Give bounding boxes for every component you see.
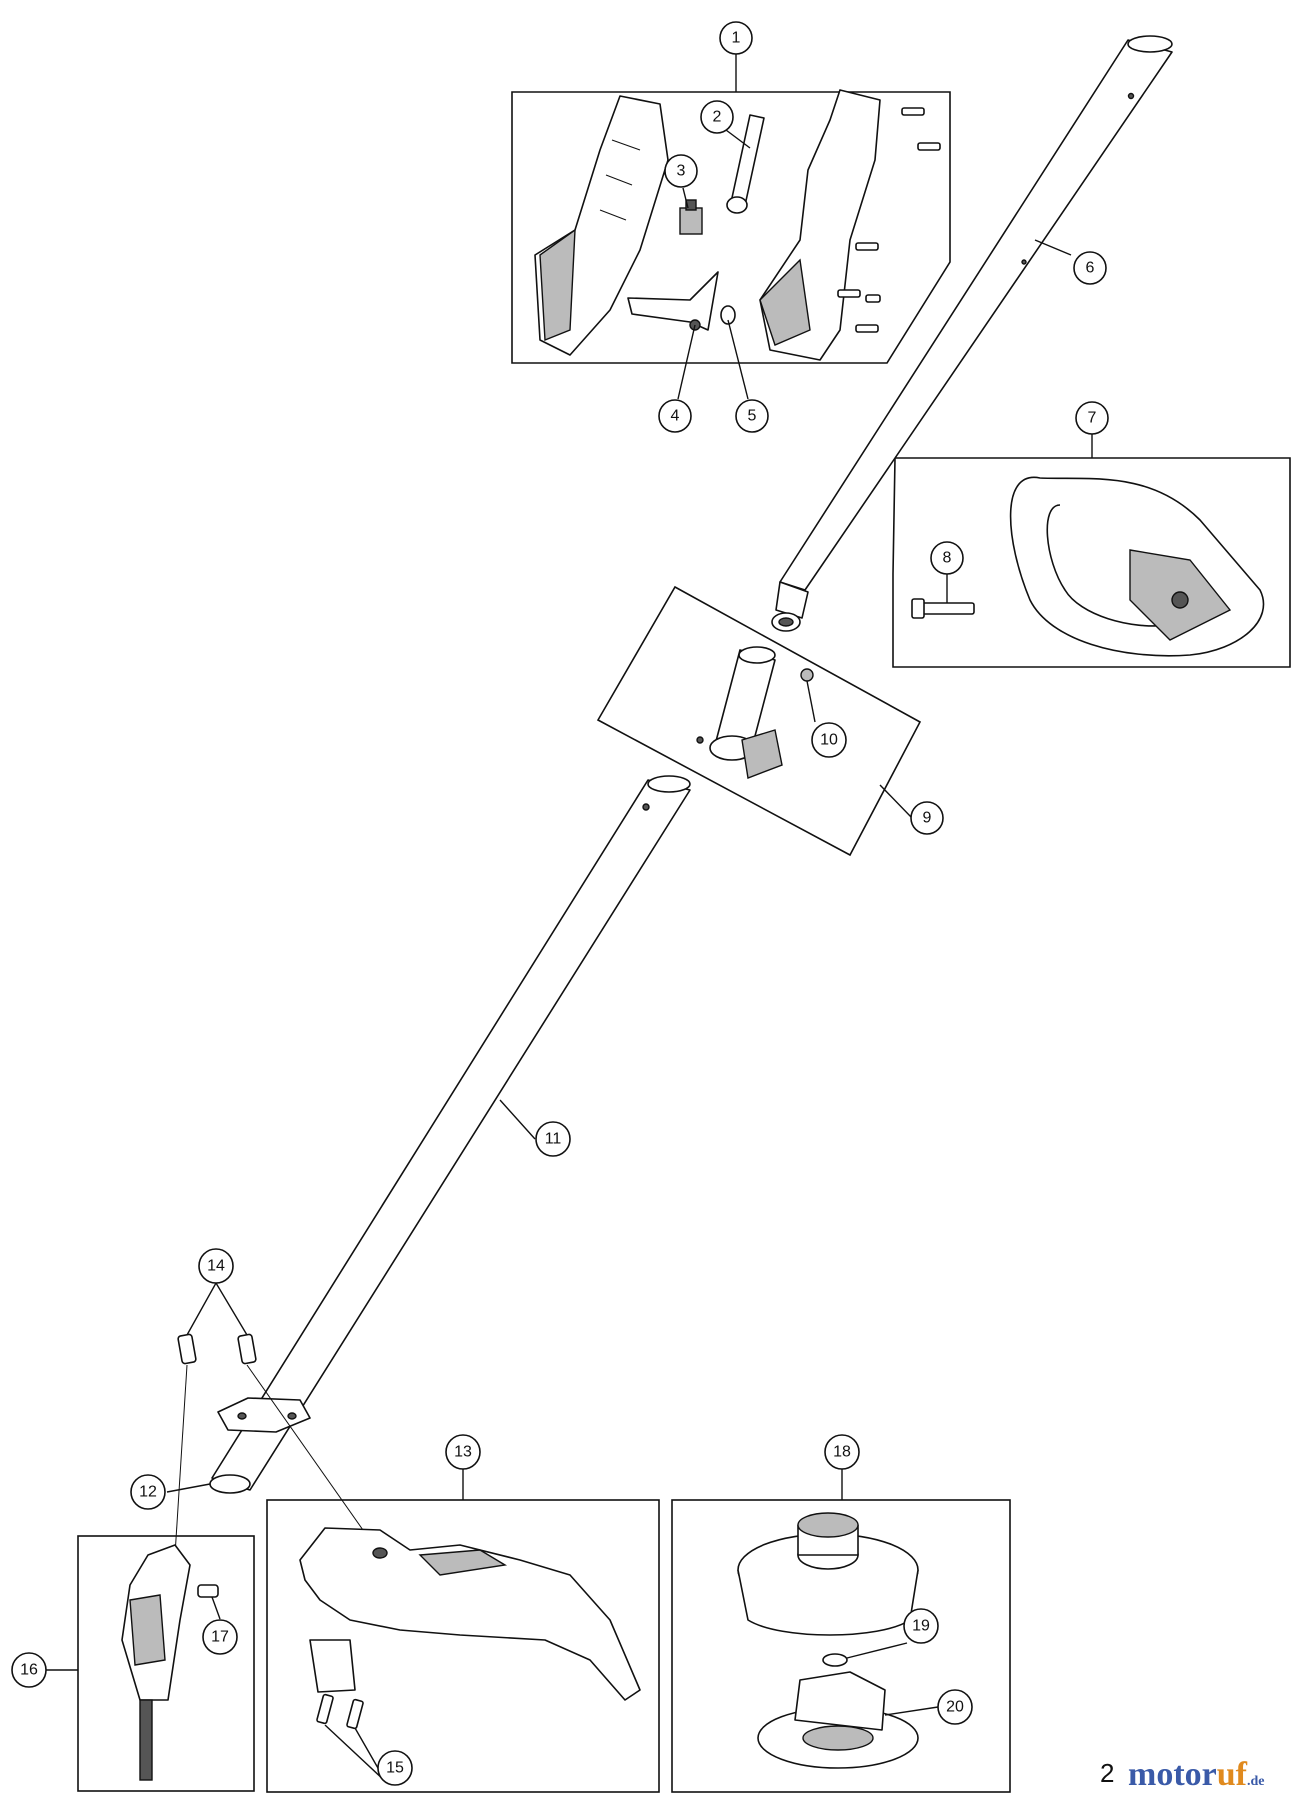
callout-15: 15 bbox=[377, 1750, 413, 1786]
leader-9 bbox=[879, 784, 913, 819]
box-handle-housing bbox=[511, 91, 951, 364]
trigger-4 bbox=[627, 271, 719, 331]
screws-14 bbox=[174, 1333, 371, 1556]
page-number: 2 bbox=[1100, 1758, 1115, 1788]
leader-6 bbox=[1034, 239, 1072, 256]
svg-text:8: 8 bbox=[943, 550, 952, 567]
callout-18: 18 bbox=[824, 1434, 860, 1470]
callout-9: 9 bbox=[910, 801, 944, 835]
callout-12: 12 bbox=[130, 1474, 166, 1510]
leader-4 bbox=[677, 324, 696, 400]
box-gear-head bbox=[77, 1535, 255, 1792]
callout-4: 4 bbox=[658, 399, 692, 433]
callout-3: 3 bbox=[664, 154, 698, 188]
svg-text:18: 18 bbox=[833, 1444, 851, 1461]
svg-text:7: 7 bbox=[1088, 410, 1097, 427]
svg-text:14: 14 bbox=[207, 1258, 225, 1275]
callout-17: 17 bbox=[202, 1619, 238, 1655]
gear-head-16 bbox=[121, 1544, 191, 1781]
callout-16: 16 bbox=[11, 1652, 47, 1688]
svg-text:1: 1 bbox=[732, 30, 741, 47]
svg-text:16: 16 bbox=[20, 1662, 38, 1679]
svg-text:5: 5 bbox=[748, 408, 757, 425]
guard-13 bbox=[299, 1527, 641, 1701]
box-spool bbox=[671, 1499, 1011, 1793]
leader-15 bbox=[324, 1724, 387, 1783]
svg-text:13: 13 bbox=[454, 1444, 472, 1461]
washer-19 bbox=[822, 1653, 848, 1667]
leader-19 bbox=[846, 1642, 908, 1659]
screws-15 bbox=[316, 1693, 364, 1730]
watermark-part1: motor bbox=[1128, 1756, 1217, 1793]
leader-17 bbox=[211, 1596, 221, 1620]
svg-text:4: 4 bbox=[671, 408, 680, 425]
watermark-part2: uf bbox=[1216, 1756, 1247, 1793]
switch-3 bbox=[679, 199, 703, 235]
callout-20: 20 bbox=[937, 1689, 973, 1725]
housing-screws bbox=[837, 107, 941, 333]
spring-5 bbox=[720, 305, 736, 325]
housing-right-half bbox=[759, 89, 881, 361]
bolt-8 bbox=[911, 598, 975, 619]
leader-3 bbox=[682, 187, 689, 209]
box-front-handle bbox=[892, 457, 1291, 668]
svg-text:19: 19 bbox=[912, 1618, 930, 1635]
callout-6: 6 bbox=[1073, 251, 1107, 285]
svg-text:9: 9 bbox=[923, 810, 932, 827]
leader-12 bbox=[166, 1483, 211, 1493]
svg-text:6: 6 bbox=[1086, 260, 1095, 277]
leader-2 bbox=[725, 129, 751, 149]
callout-2: 2 bbox=[700, 100, 734, 134]
leader-10 bbox=[806, 680, 816, 723]
box-coupler bbox=[596, 585, 922, 857]
callout-5: 5 bbox=[735, 399, 769, 433]
svg-text:3: 3 bbox=[677, 163, 686, 180]
leader-5 bbox=[727, 319, 749, 400]
callout-11: 11 bbox=[535, 1121, 571, 1157]
callout-8: 8 bbox=[930, 541, 964, 575]
shaft-clamp bbox=[217, 1397, 311, 1433]
callout-14: 14 bbox=[198, 1248, 234, 1284]
svg-text:11: 11 bbox=[545, 1131, 562, 1148]
upper-shaft bbox=[771, 35, 1173, 632]
svg-text:10: 10 bbox=[820, 732, 838, 749]
coupler-9 bbox=[696, 646, 783, 779]
leader-14 bbox=[186, 1281, 248, 1336]
lower-shaft bbox=[209, 775, 691, 1494]
svg-text:20: 20 bbox=[946, 1699, 964, 1716]
callout-7: 7 bbox=[1075, 401, 1109, 435]
leader-20 bbox=[884, 1706, 939, 1716]
switch-rod-2 bbox=[726, 114, 765, 214]
leader-11 bbox=[499, 1099, 536, 1140]
screw-10 bbox=[800, 668, 814, 682]
housing-left-half bbox=[534, 95, 669, 356]
callout-19: 19 bbox=[903, 1608, 939, 1644]
spool-housing-18 bbox=[737, 1512, 919, 1636]
svg-text:17: 17 bbox=[211, 1629, 229, 1646]
callout-13: 13 bbox=[445, 1434, 481, 1470]
screw-17 bbox=[197, 1584, 219, 1598]
callout-1: 1 bbox=[719, 21, 753, 55]
watermark-tld: .de bbox=[1246, 1774, 1265, 1789]
svg-text:2: 2 bbox=[713, 109, 722, 126]
svg-text:15: 15 bbox=[386, 1760, 404, 1777]
svg-text:12: 12 bbox=[139, 1484, 157, 1501]
callout-10: 10 bbox=[811, 722, 847, 758]
spool-20 bbox=[757, 1671, 919, 1769]
front-handle-7 bbox=[1009, 476, 1265, 657]
watermark-logo: motoruf.de bbox=[1128, 1756, 1264, 1794]
